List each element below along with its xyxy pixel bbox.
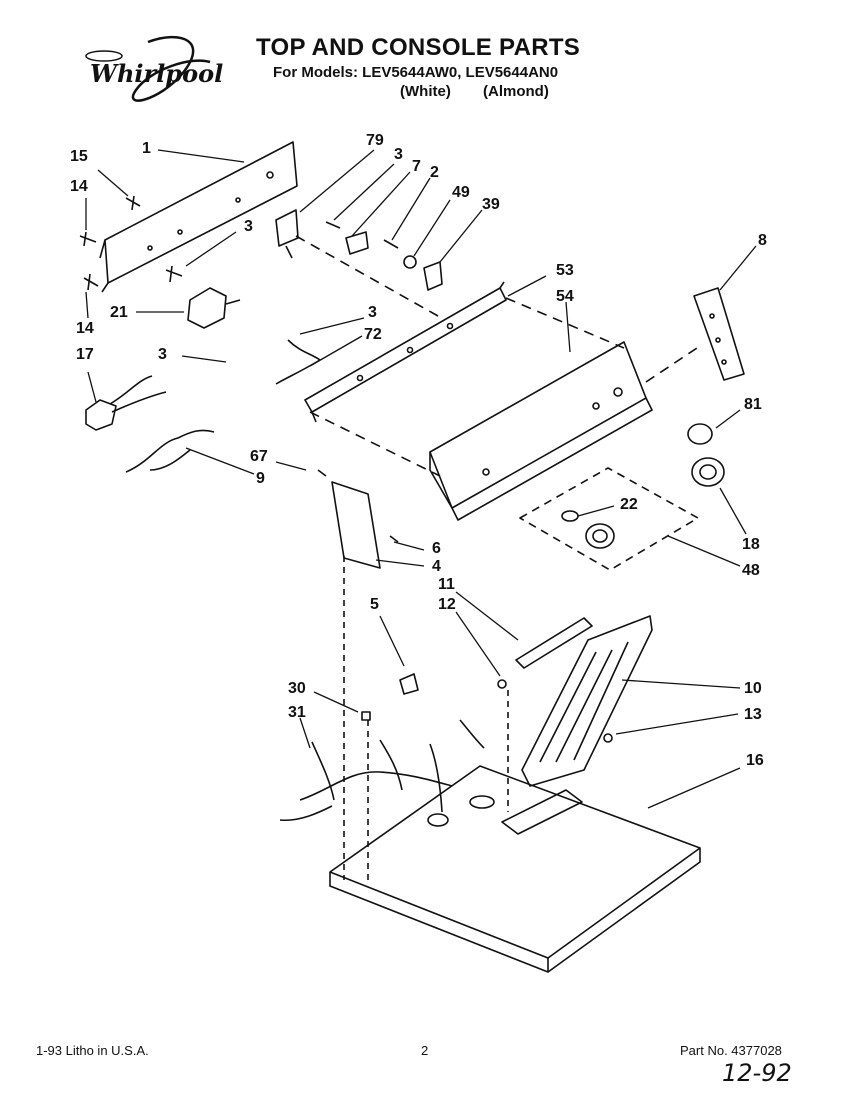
part-54-console xyxy=(429,341,653,521)
page-number: 2 xyxy=(421,1043,429,1058)
whirlpool-logo: Whirlpool xyxy=(60,34,230,112)
part-8-endcap xyxy=(693,287,745,381)
svg-text:Whirlpool: Whirlpool xyxy=(90,59,223,88)
svg-text:12-92: 12-92 xyxy=(722,1059,792,1087)
part-10-duct xyxy=(521,615,653,787)
callout-3a: 3 xyxy=(244,218,253,235)
whirlpool-logo-mark: Whirlpool xyxy=(85,35,223,102)
part-9-harness xyxy=(125,429,215,473)
callout-39: 39 xyxy=(482,196,500,213)
callout-16: 16 xyxy=(746,752,764,769)
part-31-harness xyxy=(279,711,485,822)
callout-53: 53 xyxy=(556,262,574,279)
callout-leaders xyxy=(85,149,757,809)
callout-48: 48 xyxy=(742,562,760,579)
model-numbers: For Models: LEV5644AW0, LEV5644AN0 xyxy=(273,64,559,81)
part-4-sideplate xyxy=(317,469,399,569)
guide-lines xyxy=(343,556,509,884)
callout-12: 12 xyxy=(438,596,456,613)
callout-81: 81 xyxy=(744,396,762,413)
callout-10: 10 xyxy=(744,680,762,697)
callout-18: 18 xyxy=(742,536,760,553)
callout-3c: 3 xyxy=(368,304,377,321)
part-number: Part No. 4377028 xyxy=(680,1043,782,1058)
callout-54: 54 xyxy=(556,288,574,305)
callout-5: 5 xyxy=(370,596,379,613)
part-13-screw xyxy=(603,733,613,743)
callout-22: 22 xyxy=(620,496,638,513)
part-17-terminal xyxy=(85,375,167,431)
part-16-top xyxy=(329,765,701,973)
callout-49: 49 xyxy=(452,184,470,201)
part-72-harness xyxy=(275,339,321,385)
print-info: 1-93 Litho in U.S.A. xyxy=(36,1043,149,1058)
screws-top xyxy=(325,221,443,291)
callout-67: 67 xyxy=(250,448,268,465)
part-79-bracket xyxy=(275,209,299,259)
callout-14b: 14 xyxy=(76,320,94,337)
callout-11: 11 xyxy=(438,576,455,593)
callout-3b: 3 xyxy=(394,146,403,163)
callout-72: 72 xyxy=(364,326,382,343)
callout-6: 6 xyxy=(432,540,441,557)
callout-15: 15 xyxy=(70,148,88,165)
callout-30: 30 xyxy=(288,680,306,697)
callout-14a: 14 xyxy=(70,178,88,195)
callout-1: 1 xyxy=(142,140,151,157)
handwritten-date-mark: 12-92 xyxy=(722,1059,792,1087)
variant-white: (White) xyxy=(400,83,451,100)
callout-7: 7 xyxy=(412,158,421,175)
callout-4: 4 xyxy=(432,558,441,575)
screws-left xyxy=(79,195,183,291)
callout-8: 8 xyxy=(758,232,767,249)
callout-31: 31 xyxy=(288,704,306,721)
callout-21: 21 xyxy=(110,304,128,321)
variant-almond: (Almond) xyxy=(483,83,549,100)
callout-2: 2 xyxy=(430,164,439,181)
callout-13: 13 xyxy=(744,706,762,723)
part-48-outline xyxy=(519,467,699,571)
callout-79: 79 xyxy=(366,132,384,149)
part-1-bracket xyxy=(99,141,298,293)
callout-17: 17 xyxy=(76,346,94,363)
part-5-clip xyxy=(399,673,419,695)
part-11-bracket xyxy=(515,617,593,669)
part-21-switch xyxy=(187,287,241,329)
page-title: TOP AND CONSOLE PARTS xyxy=(256,34,581,61)
callout-3d: 3 xyxy=(158,346,167,363)
model-variants: (White) (Almond) xyxy=(400,83,549,100)
leader-dashes xyxy=(295,235,701,477)
handwritten-date: 12-92 xyxy=(718,1055,808,1089)
callout-9: 9 xyxy=(256,470,265,487)
knobs xyxy=(687,423,725,487)
part-12-clip xyxy=(497,679,507,689)
